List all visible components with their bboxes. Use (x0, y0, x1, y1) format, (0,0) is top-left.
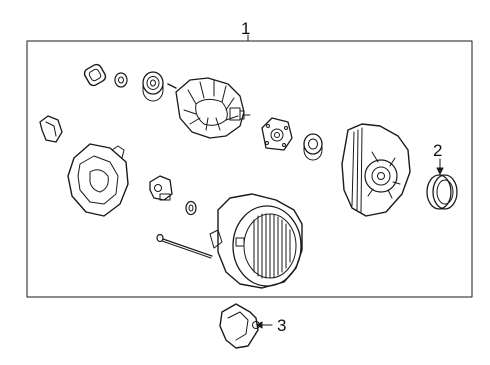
rotor (167, 77, 251, 139)
rear-bearing (303, 133, 323, 161)
callout-3: 3 (277, 316, 287, 335)
spacer-ring (114, 72, 128, 88)
callout-1: 1 (241, 19, 251, 38)
terminal-boot (39, 115, 63, 143)
drive-end-housing (341, 123, 411, 217)
front-bearing (142, 71, 164, 102)
seal-part (83, 63, 107, 87)
leader-arrow-2 (436, 167, 444, 175)
callout-2: 2 (433, 141, 443, 160)
stator-housing (209, 193, 303, 289)
rear-cover (67, 143, 129, 217)
assembly-frame (26, 40, 473, 298)
bearing-plate (261, 117, 293, 151)
brush-holder (149, 175, 173, 201)
washer (185, 200, 197, 216)
mounting-bracket (219, 303, 260, 349)
pulley-cover (426, 174, 458, 210)
through-bolt (156, 233, 213, 259)
